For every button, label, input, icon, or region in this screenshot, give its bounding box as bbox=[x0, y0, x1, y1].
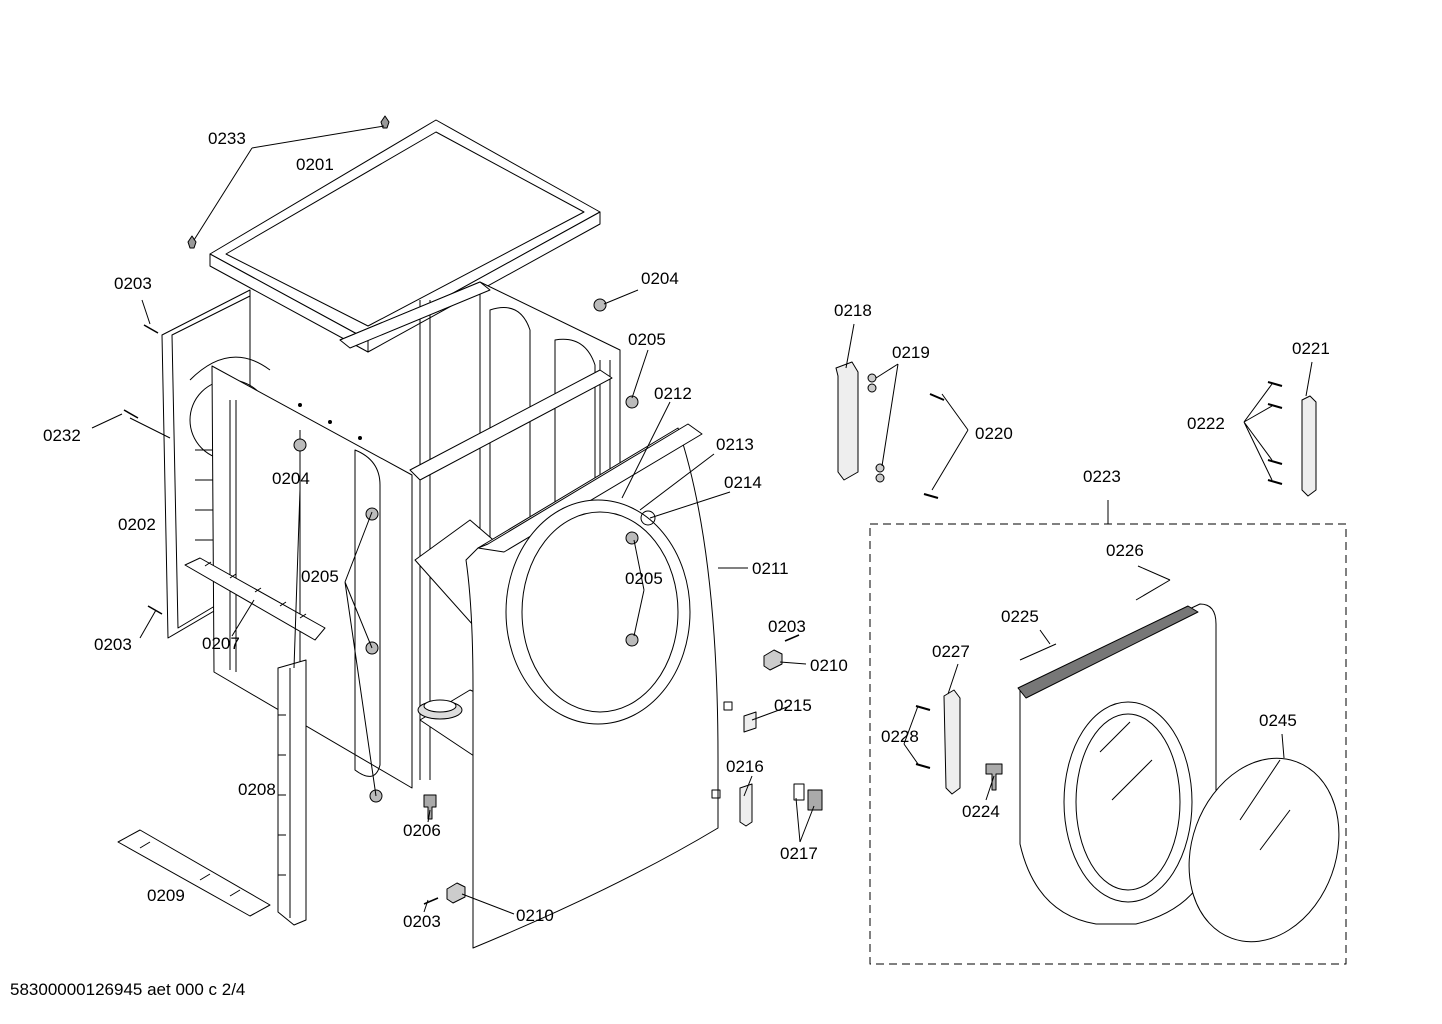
plug-top-left bbox=[187, 235, 197, 249]
hinge-strip bbox=[277, 659, 307, 926]
label-0205-a: 0205 bbox=[628, 330, 666, 349]
hinge-bracket-upper bbox=[763, 649, 783, 671]
label-0227: 0227 bbox=[932, 642, 970, 661]
label-0203-b: 0203 bbox=[94, 635, 132, 654]
label-0204-a: 0204 bbox=[641, 269, 679, 288]
label-0245: 0245 bbox=[1259, 711, 1297, 730]
screw-0220b bbox=[923, 493, 939, 499]
drawing-reference-number: 58300000126945 aet 000 c 2/4 bbox=[10, 980, 246, 999]
part-labels: 0233 0201 0203 0204 0205 0232 0212 0213 … bbox=[43, 129, 1330, 931]
plug-top-right bbox=[380, 115, 390, 129]
label-0210-b: 0210 bbox=[516, 906, 554, 925]
label-0202: 0202 bbox=[118, 515, 156, 534]
label-0210-a: 0210 bbox=[810, 656, 848, 675]
label-0204-b: 0204 bbox=[272, 469, 310, 488]
label-0224: 0224 bbox=[962, 802, 1000, 821]
label-0218: 0218 bbox=[834, 301, 872, 320]
door-inner-glass bbox=[1188, 757, 1340, 943]
door-handle-0221 bbox=[1301, 395, 1317, 497]
label-0220: 0220 bbox=[975, 424, 1013, 443]
leader-lines bbox=[91, 125, 1313, 915]
bumper-strip bbox=[184, 557, 326, 641]
label-0207: 0207 bbox=[202, 634, 240, 653]
label-0203-d: 0203 bbox=[403, 912, 441, 931]
door-lock-bracket bbox=[943, 689, 961, 795]
label-0205-c: 0205 bbox=[625, 569, 663, 588]
hinge-pin-lower-2 bbox=[875, 473, 885, 483]
door-seal-strip bbox=[1017, 605, 1199, 699]
base-plate bbox=[117, 829, 271, 917]
label-0222: 0222 bbox=[1187, 414, 1225, 433]
label-0206: 0206 bbox=[403, 821, 441, 840]
connector-0217a bbox=[793, 783, 805, 801]
label-0203-c: 0203 bbox=[768, 617, 806, 636]
latch-0215 bbox=[743, 711, 757, 733]
label-0226: 0226 bbox=[1106, 541, 1144, 560]
label-0211: 0211 bbox=[752, 559, 789, 578]
hinge-bracket-lower bbox=[446, 882, 466, 904]
label-0225: 0225 bbox=[1001, 607, 1039, 626]
clip-0216 bbox=[711, 789, 721, 799]
label-0219: 0219 bbox=[892, 343, 930, 362]
screws-0203 bbox=[123, 324, 800, 905]
door-window bbox=[1063, 701, 1193, 903]
screw-0220a bbox=[929, 393, 945, 401]
screws-0228 bbox=[915, 705, 931, 769]
label-0216: 0216 bbox=[726, 757, 764, 776]
label-0201: 0201 bbox=[296, 155, 334, 174]
label-0209: 0209 bbox=[147, 886, 185, 905]
cabinet-clips bbox=[293, 298, 639, 803]
connector-0217b bbox=[807, 789, 823, 811]
cover-0216 bbox=[739, 783, 753, 827]
label-0217: 0217 bbox=[780, 844, 818, 863]
label-0232: 0232 bbox=[43, 426, 81, 445]
top-cover bbox=[209, 119, 601, 353]
hinge-pin-lower bbox=[875, 463, 885, 473]
label-0233: 0233 bbox=[208, 129, 246, 148]
label-0228: 0228 bbox=[881, 727, 919, 746]
hinge-pin-upper-2 bbox=[867, 383, 877, 393]
label-0213: 0213 bbox=[716, 435, 754, 454]
screws-0222 bbox=[1267, 381, 1283, 485]
label-0223: 0223 bbox=[1083, 467, 1121, 486]
door-hinge-0218 bbox=[835, 361, 859, 481]
adjustable-foot bbox=[423, 794, 437, 820]
front-panel bbox=[465, 423, 719, 949]
label-0203-a: 0203 bbox=[114, 274, 152, 293]
label-0214: 0214 bbox=[724, 473, 762, 492]
label-0215: 0215 bbox=[774, 696, 812, 715]
label-0212: 0212 bbox=[654, 384, 692, 403]
label-0208: 0208 bbox=[238, 780, 276, 799]
hinge-pin-upper bbox=[867, 373, 877, 383]
label-0205-b: 0205 bbox=[301, 567, 339, 586]
label-0221: 0221 bbox=[1292, 339, 1330, 358]
clip-0215 bbox=[723, 701, 733, 711]
